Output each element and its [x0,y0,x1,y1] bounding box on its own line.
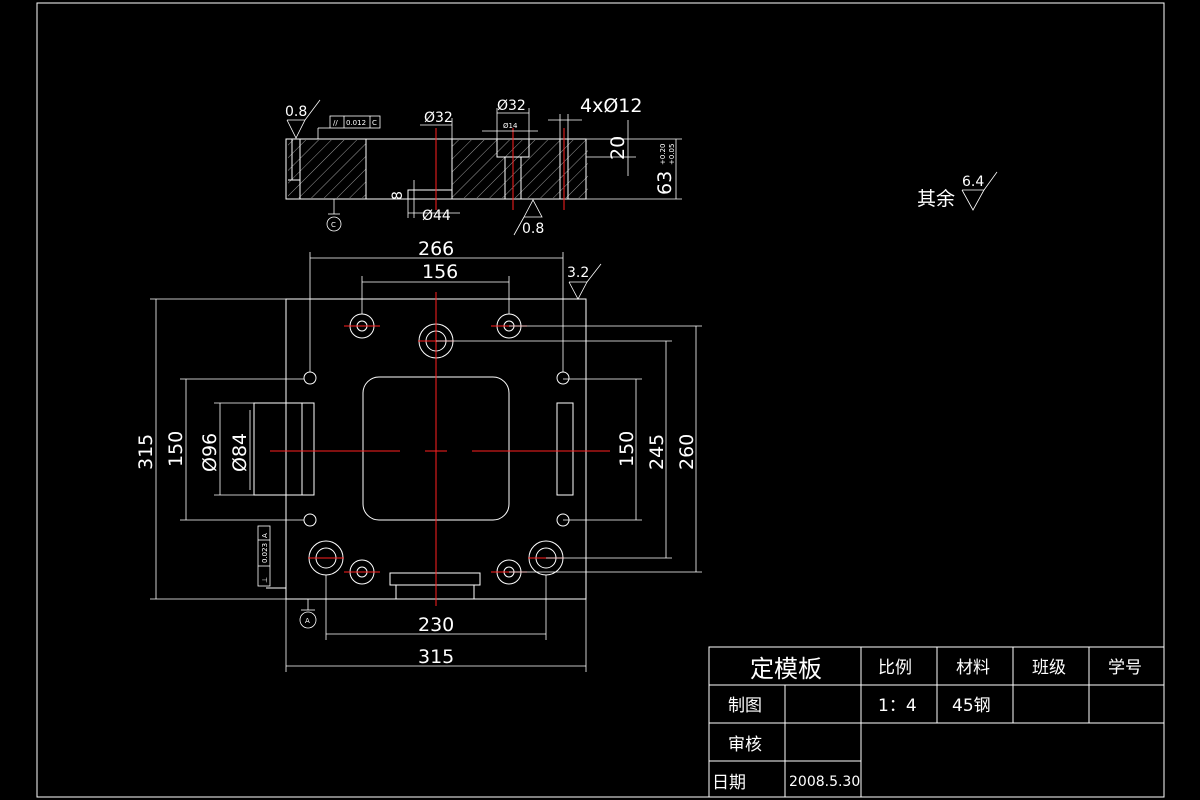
title-block-scale-value: 1：4 [878,696,917,716]
dim-phi84: Ø84 [229,433,251,472]
parallel-datum: C [372,119,377,127]
roughness-top-left: 0.8 [285,104,307,120]
dim-20: 20 [607,136,629,160]
dim-4xphi12: 4xØ12 [580,95,642,117]
datum-c-circle [326,216,342,232]
datum-c-label: C [331,221,336,229]
dim-260: 260 [676,434,698,470]
parallel-value: 0.012 [346,119,366,127]
dim-150-left: 150 [165,431,187,467]
title-block-student-no-label: 学号 [1108,658,1142,678]
hatch-left [288,140,366,198]
dim-phi44: Ø44 [422,208,451,224]
roughness-bottom: 0.8 [522,221,544,237]
perp-value: 0.023 [261,543,269,563]
perp-datum: A [261,533,269,538]
title-block-scale-label: 比例 [878,658,912,678]
dim-8: 8 [390,191,406,200]
drawing-frame [36,2,1165,798]
section-view: Ø32 Ø32 Ø14 4xØ12 20 63 +0.20 +0.05 8 Ø4… [285,95,682,237]
datum-a-label: A [305,617,310,625]
dim-156: 156 [422,261,458,283]
title-block-date-label: 日期 [712,773,746,793]
dim-phi14: Ø14 [503,122,518,130]
title-block-material-label: 材料 [956,658,990,678]
title-block-title: 定模板 [750,655,822,683]
perp-symbol: ⊥ [261,577,269,583]
dim-230: 230 [418,614,454,636]
dim-phi96: Ø96 [199,433,221,472]
dim-phi32-left: Ø32 [424,110,453,126]
roughness-other: 其余 6.4 [917,171,998,211]
dim-150-right: 150 [616,431,638,467]
plan-view: 266 156 3.2 315 150 Ø96 Ø84 150 245 [135,238,702,672]
roughness-other-value: 6.4 [962,174,984,190]
title-block-drawn-label: 制图 [728,696,762,716]
dim-phi32-right: Ø32 [497,98,526,114]
dim-315-horizontal: 315 [418,646,454,668]
datum-a-circle [299,611,317,629]
parallel-symbol: // [333,119,338,127]
dim-63: 63 [654,171,676,195]
dim-266: 266 [418,238,454,260]
dim-63-tol-lower: +0.05 [668,144,676,165]
hatch-right [452,140,588,198]
roughness-plan: 3.2 [567,265,589,281]
title-block: 定模板 比例 材料 班级 学号 制图 1：4 45钢 审核 日期 2008.5.… [708,646,1165,798]
roughness-other-label: 其余 [917,188,955,210]
title-block-date-value: 2008.5.30 [789,774,860,790]
title-block-checked-label: 审核 [728,735,762,755]
dim-315-vertical: 315 [135,434,157,470]
title-block-class-label: 班级 [1032,658,1066,678]
title-block-material-value: 45钢 [952,696,991,716]
dim-245: 245 [646,434,668,470]
dim-63-tol-upper: +0.20 [659,144,667,165]
